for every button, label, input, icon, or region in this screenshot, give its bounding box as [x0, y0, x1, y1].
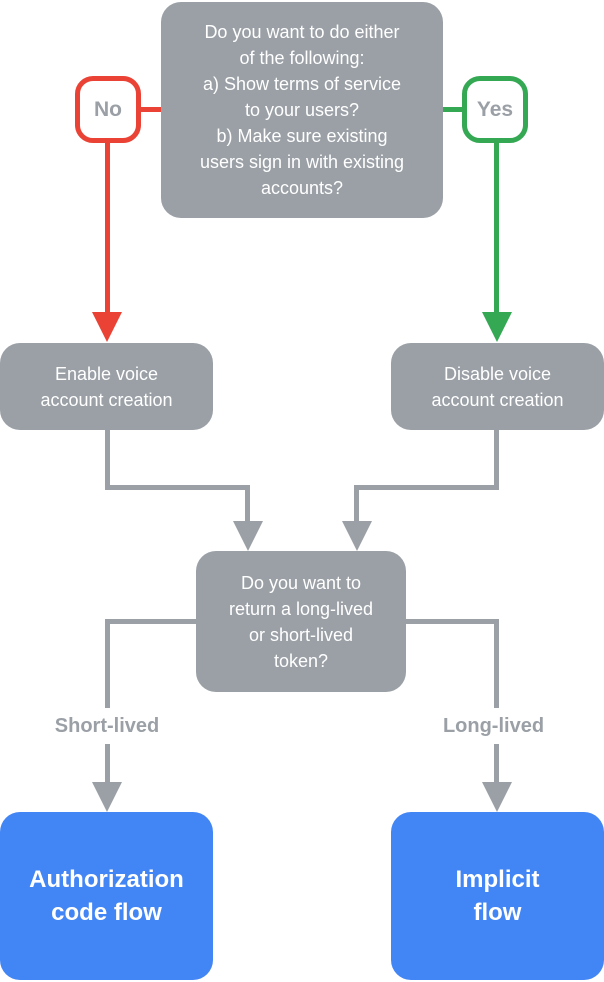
- short-lived-arrow-down-icon: [92, 782, 122, 812]
- token-question-node: Do you want to return a long-lived or sh…: [196, 551, 406, 692]
- no-badge: No: [75, 76, 141, 143]
- disable-connector-arrow-down-icon: [342, 521, 372, 551]
- short-lived-line-horizontal: [105, 619, 196, 624]
- enable-connector-arrow-down-icon: [233, 521, 263, 551]
- authorization-code-flow-node: Authorization code flow: [0, 812, 213, 980]
- enable-connector-horizontal: [105, 485, 250, 490]
- long-lived-line-horizontal: [406, 619, 499, 624]
- yes-branch-line-vertical: [494, 141, 499, 313]
- yes-branch-arrow-down-icon: [482, 312, 512, 342]
- disable-connector-vertical: [494, 430, 499, 490]
- long-lived-line-vertical: [494, 619, 499, 784]
- long-lived-label: Long-lived: [410, 708, 577, 744]
- long-lived-arrow-down-icon: [482, 782, 512, 812]
- disable-connector-horizontal: [354, 485, 499, 490]
- enable-connector-drop: [245, 485, 250, 521]
- disable-connector-drop: [354, 485, 359, 521]
- enable-connector-vertical: [105, 430, 110, 490]
- short-lived-line-vertical: [105, 619, 110, 784]
- top-question-node: Do you want to do either of the followin…: [161, 2, 443, 218]
- no-branch-line-vertical: [105, 141, 110, 313]
- enable-voice-account-creation-node: Enable voice account creation: [0, 343, 213, 430]
- disable-voice-account-creation-node: Disable voice account creation: [391, 343, 604, 430]
- implicit-flow-node: Implicit flow: [391, 812, 604, 980]
- yes-badge: Yes: [462, 76, 528, 143]
- yes-branch-line-horizontal: [443, 107, 463, 112]
- no-branch-arrow-down-icon: [92, 312, 122, 342]
- no-branch-line-horizontal: [140, 107, 162, 112]
- short-lived-label: Short-lived: [22, 708, 192, 744]
